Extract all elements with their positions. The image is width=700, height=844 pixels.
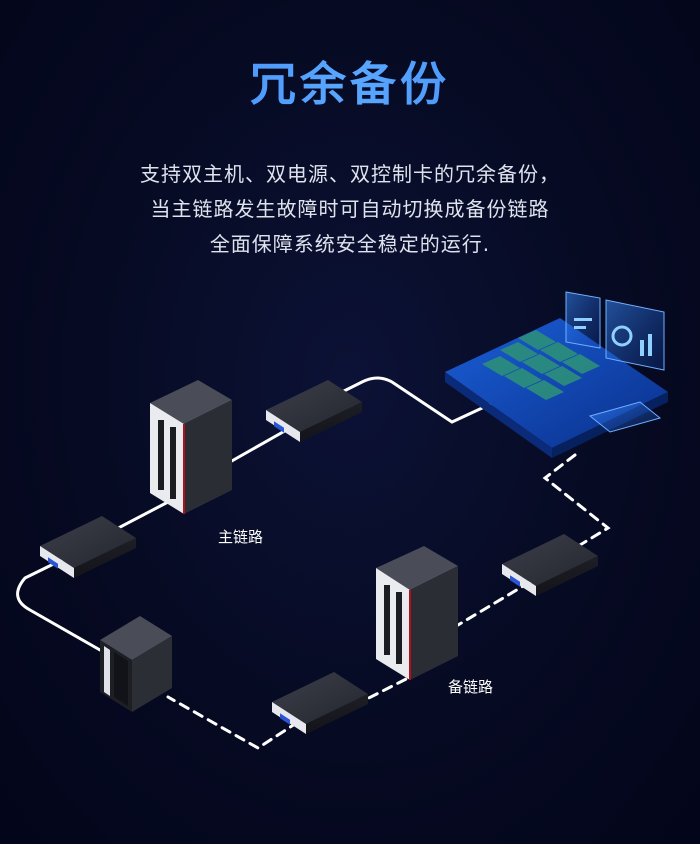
network-switch-icon bbox=[266, 380, 362, 442]
description-line-3: 全面保障系统安全稳定的运行. bbox=[209, 232, 491, 256]
network-switch-icon bbox=[272, 672, 368, 734]
backup-link-path bbox=[166, 453, 611, 750]
description-line-2: 当主链路发生故障时可自动切换成备份链路 bbox=[150, 197, 550, 221]
network-switch-icon bbox=[502, 534, 598, 596]
tower-server-icon bbox=[150, 380, 232, 514]
pc-tower-icon bbox=[100, 616, 172, 712]
description-line-1: 支持双主机、双电源、双控制卡的冗余备份， bbox=[140, 162, 560, 186]
network-switch-icon bbox=[40, 516, 136, 578]
backup-link-label: 备链路 bbox=[448, 678, 494, 696]
control-room-screen-icon bbox=[445, 291, 668, 458]
main-link-label: 主链路 bbox=[218, 528, 264, 546]
tower-server-icon bbox=[376, 546, 458, 680]
page-title: 冗余备份 bbox=[0, 48, 700, 114]
